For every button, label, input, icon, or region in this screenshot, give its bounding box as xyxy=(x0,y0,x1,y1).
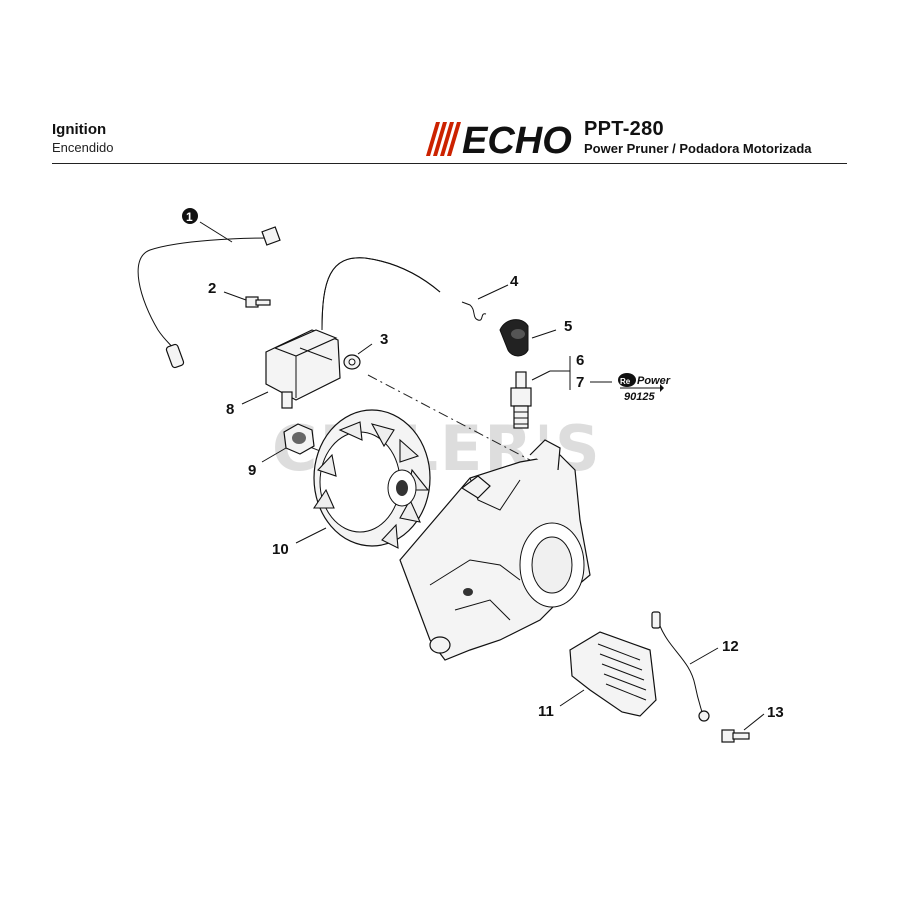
crankcase-housing xyxy=(399,439,591,661)
ground-wire-part xyxy=(137,226,281,369)
brand-logo-text: ECHO xyxy=(462,120,572,158)
ignition-coil-part xyxy=(265,257,441,409)
callout-10: 10 xyxy=(272,541,289,558)
spark-plug-part xyxy=(510,371,532,429)
callout-1: 1 xyxy=(186,210,193,224)
washer-part xyxy=(343,354,361,370)
echo-logo: ECHO xyxy=(426,120,572,158)
ignition-module-part xyxy=(569,631,657,717)
callout-4: 4 xyxy=(510,273,519,290)
callout-5: 5 xyxy=(564,318,572,335)
leader-lines xyxy=(199,221,765,731)
callout-8: 8 xyxy=(226,401,234,418)
spring-clip-part xyxy=(461,301,487,321)
callout-6: 6 xyxy=(576,352,584,369)
callout-3: 3 xyxy=(380,331,388,348)
page-subtitle: Encendido xyxy=(52,140,114,155)
connector-wire-part xyxy=(651,611,710,722)
callout-9: 9 xyxy=(248,462,256,479)
repower-badge-text: Re xyxy=(620,377,631,386)
callout-7: 7 xyxy=(576,374,584,391)
repower-number: 90125 xyxy=(624,391,655,403)
callout-11: 11 xyxy=(538,703,554,720)
callout-12: 12 xyxy=(722,638,739,655)
callout-1-badge xyxy=(182,208,198,224)
plug-cap-part xyxy=(499,319,529,357)
model-description: Power Pruner / Podadora Motorizada xyxy=(584,141,812,156)
page-title: Ignition xyxy=(52,121,107,138)
repower-badge: Re Power 90125 xyxy=(618,373,671,403)
repower-brand: Power xyxy=(637,375,671,387)
header-divider xyxy=(52,163,847,164)
bolt-part xyxy=(721,729,750,743)
callout-2: 2 xyxy=(208,280,216,297)
callout-13: 13 xyxy=(767,704,784,721)
model-number: PPT-280 xyxy=(584,118,664,140)
screw-part xyxy=(245,296,271,308)
flywheel-part xyxy=(312,409,431,549)
